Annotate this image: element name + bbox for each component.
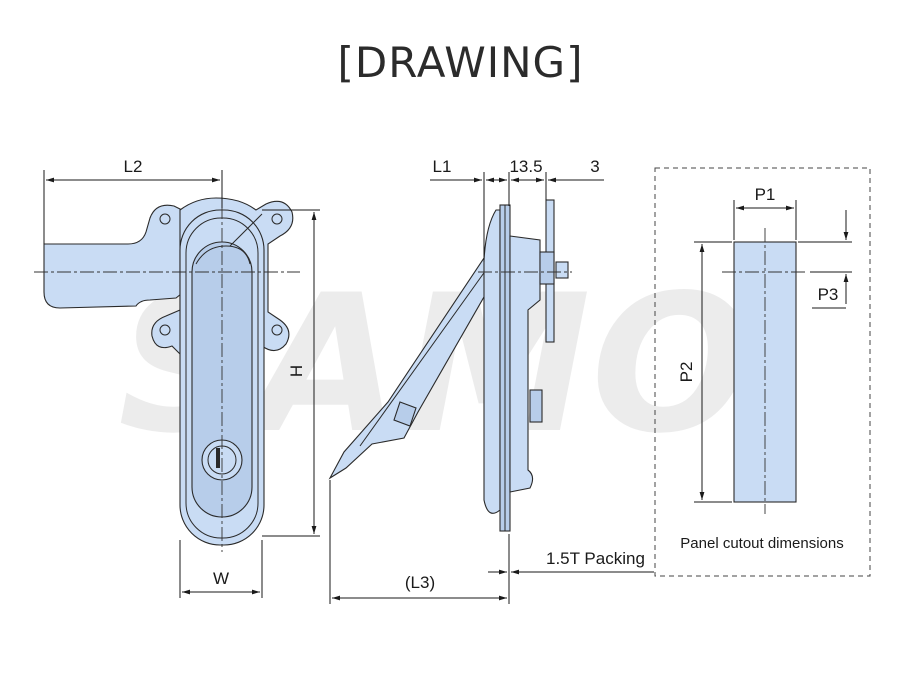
- mount-hole-bottom-right: [271, 324, 283, 336]
- side-view: [328, 199, 572, 532]
- lever-arm: [43, 204, 187, 309]
- cam-nut: [555, 261, 569, 279]
- label-w: W: [213, 569, 229, 588]
- cam-bracket: [539, 251, 555, 285]
- label-packing: 1.5T Packing: [546, 549, 645, 568]
- lever-pivot-line: [229, 213, 263, 247]
- front-view: [34, 182, 300, 552]
- cutout-caption: Panel cutout dimensions: [680, 535, 843, 552]
- label-p3: P3: [818, 285, 839, 304]
- label-l1: L1: [433, 157, 452, 176]
- dimension-w: W: [179, 540, 263, 598]
- slot-curve: [195, 245, 251, 265]
- label-l3: (L3): [405, 573, 435, 592]
- handle-profile: [483, 209, 501, 514]
- rear-housing: [509, 235, 541, 493]
- label-13-5: 13.5: [509, 157, 542, 176]
- label-l2: L2: [124, 157, 143, 176]
- label-p1: P1: [755, 185, 776, 204]
- label-3: 3: [590, 157, 599, 176]
- opened-lever-edge: [359, 255, 497, 447]
- mount-hole-top-right: [271, 213, 283, 225]
- dimension-l3: (L3) 1.5T Packing: [329, 480, 654, 604]
- lever-tab: [393, 401, 417, 427]
- cutout-frame: [654, 167, 871, 577]
- keyhole: [216, 448, 220, 468]
- dimension-l2: L2: [43, 157, 223, 244]
- panel-cutout-view: P1 P2 P3 Panel cutout dimensions: [654, 167, 871, 577]
- drawing-title: [DRAWING]: [337, 38, 584, 87]
- dimension-top-side: L1 13.5 3: [430, 157, 604, 262]
- opened-lever: [328, 251, 505, 480]
- label-p2: P2: [677, 362, 696, 383]
- lower-boss: [529, 389, 543, 423]
- dimension-h: H: [262, 209, 320, 537]
- label-h: H: [287, 365, 306, 377]
- mount-hole-bottom-left: [159, 324, 171, 336]
- mount-hole-top-left: [159, 213, 171, 225]
